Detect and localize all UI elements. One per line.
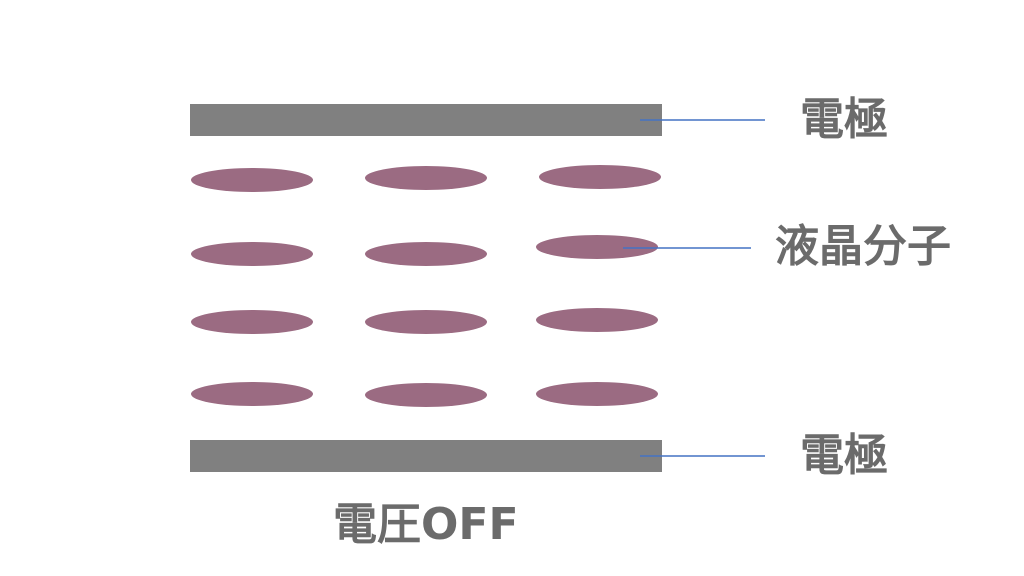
label-voltage-state: 電圧OFF xyxy=(333,499,519,550)
molecule xyxy=(191,310,313,334)
molecule xyxy=(191,382,313,406)
molecule xyxy=(365,383,487,407)
label-liquid-crystal: 液晶分子 xyxy=(775,221,951,272)
electrode-top xyxy=(190,104,662,136)
electrode-bottom xyxy=(190,440,662,472)
molecule xyxy=(365,166,487,190)
label-electrode-top: 電極 xyxy=(800,94,888,145)
molecule xyxy=(536,235,658,259)
label-electrode-bottom: 電極 xyxy=(800,430,888,481)
molecule xyxy=(536,308,658,332)
molecule xyxy=(536,382,658,406)
molecule xyxy=(539,165,661,189)
molecule xyxy=(365,310,487,334)
molecule xyxy=(191,242,313,266)
molecule xyxy=(365,242,487,266)
molecule xyxy=(191,168,313,192)
